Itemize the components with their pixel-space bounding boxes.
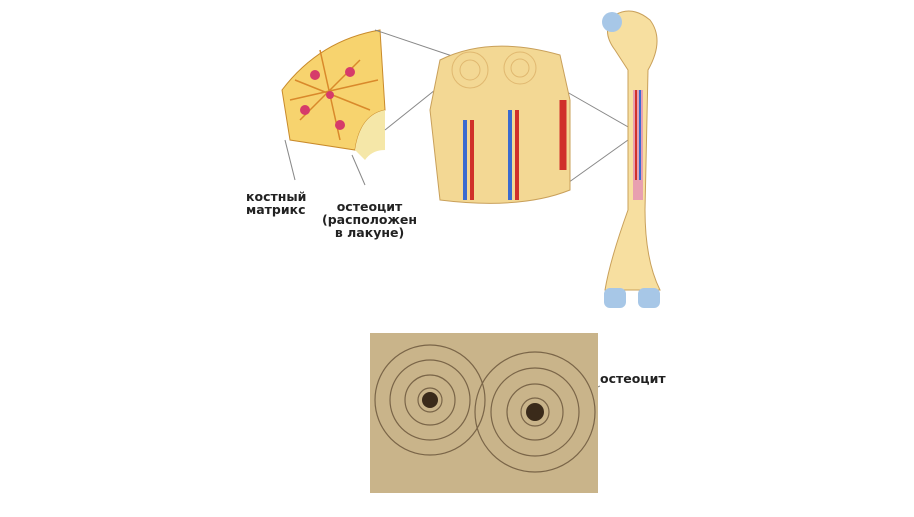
label-line: остеоцит: [336, 199, 403, 214]
compact-bone-section: [429, 45, 571, 204]
femur-bone: [602, 10, 661, 308]
label-line: костный: [246, 189, 307, 204]
label-line: матрикс: [246, 202, 306, 217]
osteocyte-lacuna-label: остеоцит (расположен в лакуне): [322, 200, 417, 239]
label-line: (расположен: [322, 212, 418, 227]
bone-matrix-block: [281, 29, 386, 160]
osteon-micrograph: [370, 333, 598, 493]
micrograph-osteocyte-label: остеоцит: [600, 371, 666, 386]
bone-matrix-label: костный матрикс: [246, 190, 306, 216]
label-line: в лакуне): [334, 225, 405, 240]
